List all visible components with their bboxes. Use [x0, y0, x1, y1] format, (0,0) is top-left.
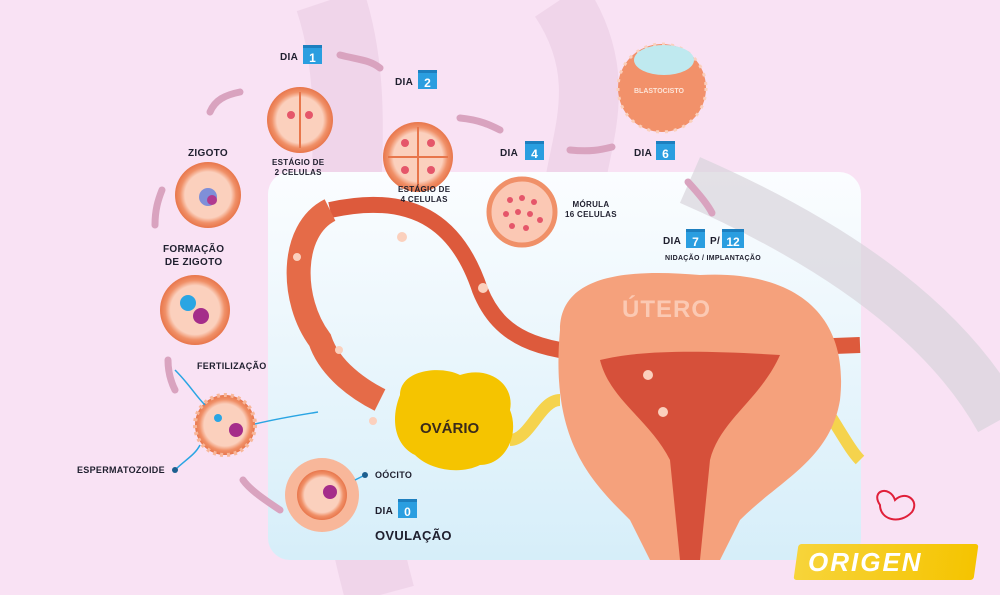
blastocyst-label: BLASTOCISTO — [634, 88, 684, 95]
day-0-label: DIA — [375, 506, 394, 517]
ovary-label: OVÁRIO — [420, 420, 480, 437]
calendar-icon: 1 — [303, 45, 322, 65]
day-7-label: DIA — [663, 236, 682, 247]
sperm-label: ESPERMATOZOIDE — [77, 465, 165, 475]
ovulation-label: OVULAÇÃO — [375, 528, 452, 543]
zygote-formation-cell — [160, 275, 230, 345]
uterus-label: ÚTERO — [622, 296, 711, 323]
calendar-icon: 6 — [656, 141, 675, 161]
fertilization-cell — [193, 393, 257, 457]
zygote-label: ZIGOTO — [188, 148, 228, 159]
day-1-label: DIA — [280, 52, 299, 63]
to-label: P/ — [710, 236, 721, 247]
logo-text: ORIGEN — [808, 547, 923, 577]
oocyte-label: OÓCITO — [375, 470, 413, 480]
morula — [486, 176, 558, 248]
calendar-icon: 4 — [525, 141, 544, 161]
day-6-label: DIA — [634, 148, 653, 159]
calendar-icon: 12 — [722, 229, 744, 249]
day-4-label: DIA — [500, 148, 519, 159]
calendar-icon: 7 — [686, 229, 705, 249]
ovary — [395, 370, 514, 471]
fertilization-label: FERTILIZAÇÃO — [197, 361, 267, 371]
calendar-icon: 0 — [398, 499, 417, 519]
calendar-icon: 2 — [418, 70, 437, 90]
nidation-label: NIDAÇÃO / IMPLANTAÇÃO — [665, 255, 761, 262]
day-2-label: DIA — [395, 77, 414, 88]
logo-emblem — [876, 490, 916, 521]
